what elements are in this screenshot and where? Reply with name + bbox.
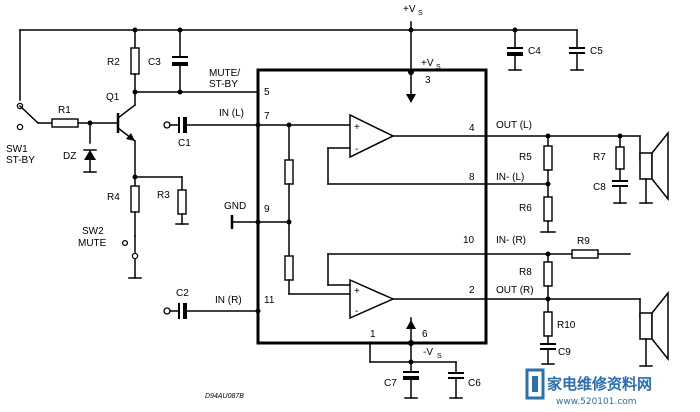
pin-number-7: 7	[264, 111, 270, 122]
resistor-r2	[130, 47, 140, 75]
c7-label: C7	[384, 378, 397, 389]
zener-dz	[83, 122, 97, 173]
pin-label-stby: ST-BY	[209, 79, 238, 90]
pin-label-mute: MUTE/	[209, 68, 240, 79]
pin-label-in-l: IN (L)	[219, 108, 244, 119]
c8-label: C8	[593, 182, 606, 193]
r3-label: R3	[157, 190, 170, 201]
speaker-left	[639, 130, 669, 204]
capacitor-c6	[448, 361, 464, 399]
pin-number-10: 10	[463, 235, 475, 246]
r4-label: R4	[107, 192, 120, 203]
r10-label: R10	[557, 320, 576, 331]
r5-label: R5	[519, 152, 532, 163]
opamp-r-plus: +	[354, 286, 360, 297]
pin-number-1: 1	[370, 329, 376, 340]
pin-number-11: 11	[264, 295, 275, 306]
pin-number-3: 3	[425, 75, 431, 86]
ic-package	[256, 68, 488, 345]
capacitor-c5	[569, 29, 585, 71]
c1-label: C1	[178, 138, 191, 149]
resistor-r6	[543, 196, 553, 222]
c2-label: C2	[176, 288, 189, 299]
resistor-r1	[51, 118, 79, 128]
pin-number-8: 8	[469, 172, 475, 183]
neg-vs-label: -V	[423, 347, 433, 358]
pin-label-in-r: IN (R)	[215, 295, 242, 306]
c9-label: C9	[558, 347, 571, 358]
capacitor-c4	[507, 29, 523, 71]
switch-sw2	[121, 235, 142, 279]
r9-label: R9	[577, 236, 590, 247]
watermark: 家电维修资料网 www.520101.com	[525, 368, 652, 407]
opamp-right-channel	[349, 278, 395, 320]
resistor-r3	[177, 189, 187, 215]
internal-resistor-top	[284, 159, 294, 185]
opamp-r-minus: -	[355, 306, 358, 317]
c5-label: C5	[590, 46, 603, 57]
vs-inner-sub: S	[436, 64, 441, 71]
capacitor-c2	[178, 303, 187, 319]
opamp-left-channel	[349, 113, 395, 159]
r7-label: R7	[593, 152, 606, 163]
sw2-label: SW2	[82, 226, 104, 237]
r6-label: R6	[519, 203, 532, 214]
pin-label-gnd: GND	[224, 201, 246, 212]
opamp-l-minus: -	[355, 144, 358, 155]
watermark-url: www.520101.com	[556, 397, 637, 407]
pin-number-6: 6	[422, 329, 428, 340]
input-l-terminal	[163, 121, 171, 129]
dz-label: DZ	[63, 151, 76, 162]
c4-label: C4	[528, 46, 541, 57]
sw1-label: SW1	[6, 144, 28, 155]
speaker-right	[639, 290, 669, 367]
c6-label: C6	[468, 378, 481, 389]
opamp-l-plus: +	[354, 122, 360, 133]
resistor-r10	[543, 311, 553, 337]
r2-label: R2	[107, 57, 120, 68]
drawing-code: D94AU087B	[205, 393, 244, 400]
pin-number-2: 2	[469, 285, 475, 296]
pin-label-out-r: OUT (R)	[496, 285, 534, 296]
transistor-q1	[116, 91, 137, 178]
pin-label-out-l: OUT (L)	[496, 120, 532, 131]
resistor-r7	[615, 146, 625, 170]
sw2-sub-label: MUTE	[78, 238, 107, 249]
internal-resistor-bottom	[284, 255, 294, 281]
pin-label-in-minus-r: IN- (R)	[496, 235, 526, 246]
capacitor-c7	[403, 371, 419, 399]
pin-number-5: 5	[264, 87, 270, 98]
input-r-terminal	[163, 307, 171, 315]
pin-number-4: 4	[469, 123, 475, 134]
vs-inner-label: +V	[421, 58, 434, 69]
resistor-r8	[543, 261, 553, 287]
r8-label: R8	[519, 267, 532, 278]
resistor-r4	[130, 185, 140, 213]
capacitor-c3	[172, 29, 188, 93]
watermark-cn: 家电维修资料网	[547, 375, 652, 393]
q1-label: Q1	[106, 92, 120, 103]
vs-top-sub: S	[418, 10, 423, 17]
vs-top-label: +V	[403, 4, 416, 15]
sw1-sub-label: ST-BY	[6, 155, 35, 166]
c3-label: C3	[148, 57, 161, 68]
pin-label-in-minus-l: IN- (L)	[496, 172, 524, 183]
r1-label: R1	[58, 105, 71, 116]
neg-vs-sub: S	[437, 353, 442, 360]
resistor-r9	[571, 249, 599, 259]
resistor-r5	[543, 145, 553, 171]
supply-rail	[19, 21, 578, 101]
pin-number-9: 9	[264, 204, 270, 215]
capacitor-c1	[178, 117, 187, 133]
switch-sw1	[16, 102, 53, 131]
